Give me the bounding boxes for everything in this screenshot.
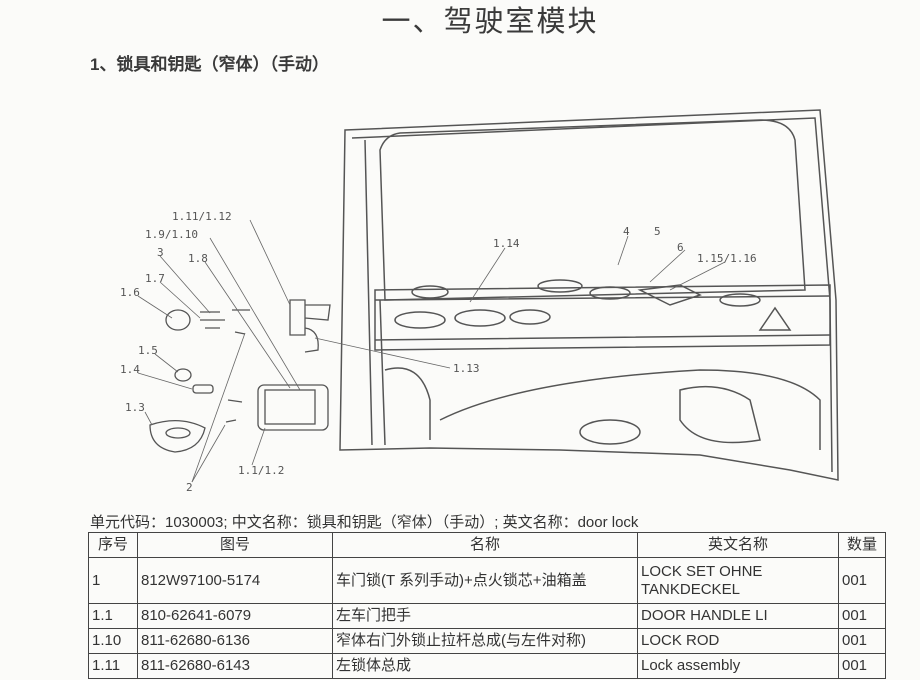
header-quantity: 数量 (838, 532, 886, 558)
table-row: 1.10 811-62680-6136 窄体右门外锁止拉杆总成(与左件对称) L… (88, 628, 886, 654)
callout-label: 1.13 (453, 362, 480, 375)
header-part-number: 图号 (137, 532, 333, 558)
callout-label: 1.4 (120, 363, 140, 376)
cell-index: 1.1 (88, 603, 138, 629)
leader-lines (137, 219, 726, 483)
cell-english-name: Lock assembly (637, 653, 839, 679)
cell-quantity: 001 (838, 557, 886, 604)
cell-part-number: 810-62641-6079 (137, 603, 333, 629)
cell-english-name: DOOR HANDLE LI (637, 603, 839, 629)
callout-label: 1.7 (145, 272, 165, 285)
unit-caption: 单元代码：1030003; 中文名称：锁具和钥匙（窄体）（手动）; 英文名称：d… (90, 514, 639, 531)
page-title: 一、驾驶室模块 (381, 6, 599, 38)
cell-quantity: 001 (838, 628, 886, 654)
cell-name: 左锁体总成 (332, 653, 638, 679)
section-subtitle: 1、锁具和钥匙（窄体）（手动） (90, 55, 329, 74)
door-outline (339, 109, 839, 481)
callout-label: 2 (186, 481, 193, 494)
lock-parts (149, 299, 331, 453)
table-row: 1.1 810-62641-6079 左车门把手 DOOR HANDLE LI … (88, 603, 886, 629)
cell-part-number: 811-62680-6143 (137, 653, 333, 679)
callout-label: 1.14 (493, 237, 520, 250)
cell-name: 左车门把手 (332, 603, 638, 629)
callout-label: 1.11/1.12 (172, 210, 232, 223)
callout-label: 4 (623, 225, 630, 238)
cell-part-number: 812W97100-5174 (137, 557, 333, 604)
header-name: 名称 (332, 532, 638, 558)
header-english-name: 英文名称 (637, 532, 839, 558)
cell-english-name: LOCK ROD (637, 628, 839, 654)
callout-label: 1.9/1.10 (145, 228, 198, 241)
callout-label: 1.15/1.16 (697, 252, 757, 265)
callout-label: 1.3 (125, 401, 145, 414)
cell-name: 窄体右门外锁止拉杆总成(与左件对称) (332, 628, 638, 654)
cell-quantity: 001 (838, 653, 886, 679)
table-row: 1.11 811-62680-6143 左锁体总成 Lock assembly … (88, 653, 886, 679)
cell-index: 1.11 (88, 653, 138, 679)
callout-labels: 1.11/1.12 1.9/1.10 3 1.8 1.7 1.6 1.5 1.4… (120, 210, 757, 494)
callout-label: 1.5 (138, 344, 158, 357)
callout-label: 1.1/1.2 (238, 464, 284, 477)
parts-table: 序号 图号 名称 英文名称 数量 1 812W97100-5174 车门锁(T … (88, 532, 886, 679)
cell-english-name: LOCK SET OHNE TANKDECKEL (637, 557, 839, 604)
callout-label: 5 (654, 225, 661, 238)
header-index: 序号 (88, 532, 138, 558)
table-row: 1 812W97100-5174 车门锁(T 系列手动)+点火锁芯+油箱盖 LO… (88, 557, 886, 604)
cell-quantity: 001 (838, 603, 886, 629)
callout-label: 6 (677, 241, 684, 254)
door-lock-diagram: 1.11/1.12 1.9/1.10 3 1.8 1.7 1.6 1.5 1.4… (120, 109, 839, 494)
table-header-row: 序号 图号 名称 英文名称 数量 (88, 532, 886, 558)
callout-label: 3 (157, 246, 164, 259)
callout-label: 1.6 (120, 286, 140, 299)
cell-index: 1 (88, 557, 138, 604)
callout-label: 1.8 (188, 252, 208, 265)
cell-name: 车门锁(T 系列手动)+点火锁芯+油箱盖 (332, 557, 638, 604)
cell-part-number: 811-62680-6136 (137, 628, 333, 654)
cell-index: 1.10 (88, 628, 138, 654)
